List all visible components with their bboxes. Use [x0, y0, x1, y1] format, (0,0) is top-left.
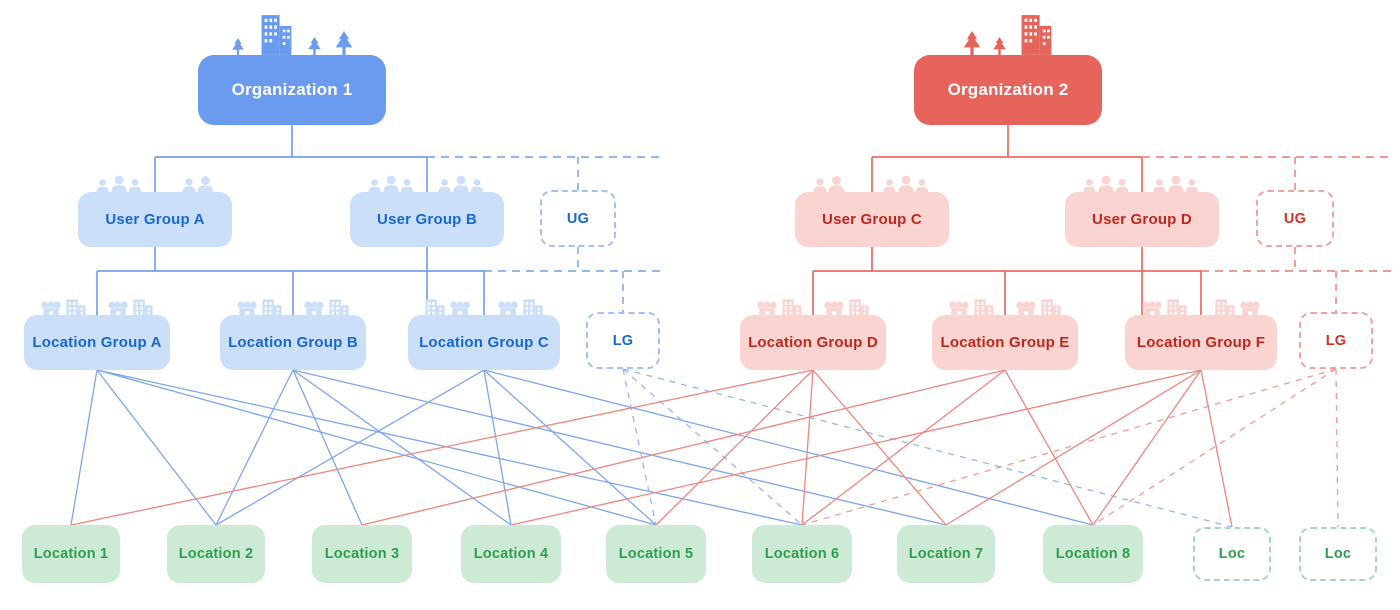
- location-4-label: Location 4: [473, 546, 549, 562]
- ug-placeholder-label: UG: [1283, 210, 1307, 227]
- location-8-label: Location 8: [1055, 546, 1131, 562]
- ug-placeholder-label: UG: [566, 210, 590, 227]
- org1-icons: [198, 15, 386, 55]
- location-group-f-label: Location Group F: [1136, 334, 1266, 351]
- location-group-d-label: Location Group D: [748, 334, 878, 351]
- fir-tree-icon: [962, 31, 982, 55]
- city-building-icon: [257, 15, 295, 55]
- location-8-node: Location 8: [1043, 525, 1143, 583]
- fir-tree-icon: [334, 31, 354, 55]
- location-2-node: Location 2: [167, 525, 265, 583]
- org1-label: Organization 1: [231, 80, 353, 99]
- location-3-node: Location 3: [312, 525, 412, 583]
- loc-placeholder-label: Loc: [1218, 546, 1246, 562]
- user-group-b-node: User Group B: [350, 192, 504, 247]
- location-group-d-node: Location Group D: [740, 315, 886, 370]
- user-group-placeholder-red: UG: [1256, 190, 1334, 247]
- location-4-node: Location 4: [461, 525, 561, 583]
- org2-icons: [914, 15, 1102, 55]
- location-2-label: Location 2: [178, 546, 254, 562]
- location-6-node: Location 6: [752, 525, 852, 583]
- user-group-placeholder-blue: UG: [540, 190, 616, 247]
- location-group-a-label: Location Group A: [32, 334, 162, 351]
- location-group-e-node: Location Group E: [932, 315, 1078, 370]
- fir-tree-icon: [307, 37, 322, 55]
- location-group-placeholder-red: LG: [1299, 312, 1373, 369]
- location-3-label: Location 3: [324, 546, 400, 562]
- fir-tree-icon: [992, 37, 1007, 55]
- location-5-label: Location 5: [618, 546, 694, 562]
- user-group-c-label: User Group C: [822, 211, 922, 228]
- location-group-c-label: Location Group C: [419, 334, 549, 351]
- location-placeholder-2: Loc: [1299, 527, 1377, 581]
- location-group-e-label: Location Group E: [940, 334, 1070, 351]
- org2-node: Organization 2: [914, 55, 1102, 125]
- lg-placeholder-label: LG: [1325, 332, 1347, 349]
- location-7-label: Location 7: [908, 546, 984, 562]
- location-group-b-label: Location Group B: [228, 334, 358, 351]
- user-group-a-node: User Group A: [78, 192, 232, 247]
- user-group-a-label: User Group A: [105, 211, 205, 228]
- user-group-d-label: User Group D: [1092, 211, 1192, 228]
- location-group-f-node: Location Group F: [1125, 315, 1277, 370]
- location-group-a-node: Location Group A: [24, 315, 170, 370]
- location-placeholder-1: Loc: [1193, 527, 1271, 581]
- user-group-b-label: User Group B: [377, 211, 477, 228]
- user-group-c-node: User Group C: [795, 192, 949, 247]
- location-group-c-node: Location Group C: [408, 315, 560, 370]
- location-5-node: Location 5: [606, 525, 706, 583]
- lg-placeholder-label: LG: [612, 332, 634, 349]
- org2-label: Organization 2: [947, 80, 1069, 99]
- location-7-node: Location 7: [897, 525, 995, 583]
- user-group-d-node: User Group D: [1065, 192, 1219, 247]
- location-1-label: Location 1: [33, 546, 109, 562]
- org1-node: Organization 1: [198, 55, 386, 125]
- fir-tree-icon: [231, 38, 245, 55]
- location-6-label: Location 6: [764, 546, 840, 562]
- loc-placeholder-label: Loc: [1324, 546, 1352, 562]
- location-group-placeholder-blue: LG: [586, 312, 660, 369]
- location-group-b-node: Location Group B: [220, 315, 366, 370]
- city-building-icon: [1017, 15, 1055, 55]
- location-1-node: Location 1: [22, 525, 120, 583]
